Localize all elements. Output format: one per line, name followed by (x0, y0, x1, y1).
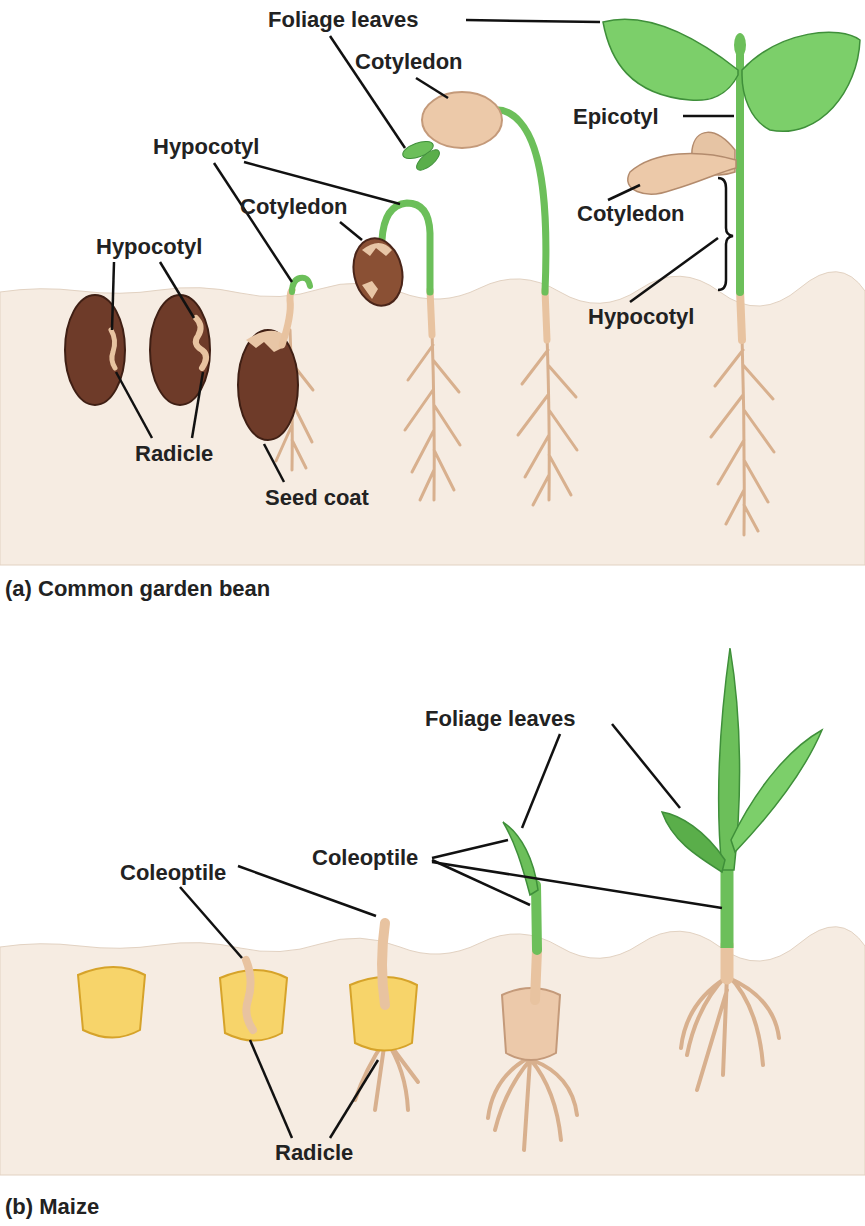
maize-seedling-4 (536, 885, 537, 950)
bean-seed-1 (65, 295, 125, 405)
leader-line (180, 887, 242, 958)
leader-line (608, 185, 640, 200)
bean-seedling-4 (430, 290, 432, 335)
part-label: Foliage leaves (268, 8, 418, 32)
leader-line (522, 734, 560, 828)
part-label: Cotyledon (355, 50, 463, 74)
bean-seedling-3 (292, 278, 310, 292)
leader-line (466, 20, 600, 22)
bean-seedling-3 (282, 290, 292, 345)
part-label: Coleoptile (120, 861, 226, 885)
part-label: Coleoptile (312, 846, 418, 870)
part-label: Radicle (135, 442, 213, 466)
bean-seedling-6 (603, 19, 738, 100)
leader-line (214, 163, 292, 282)
soil (0, 927, 865, 1175)
maize-kernel-1 (78, 967, 145, 1038)
bean-seedling-5 (401, 92, 577, 505)
bean-seedling-5 (545, 290, 547, 340)
leader-line (432, 860, 530, 905)
maize-seedling-5 (681, 975, 779, 1090)
part-label: Cotyledon (577, 202, 685, 226)
maize-kernel-2 (220, 960, 287, 1041)
panel-caption: (b) Maize (5, 1195, 99, 1219)
bean-seedling-5 (413, 146, 442, 173)
leader-line (432, 840, 508, 858)
bean-seed-1 (65, 295, 125, 405)
bean-seed-2 (196, 318, 206, 368)
leader-line (116, 372, 152, 438)
bean-seed-1 (111, 330, 115, 368)
maize-seedling-4 (488, 822, 577, 1150)
leader-line (192, 372, 203, 438)
maize-seedling-5 (721, 945, 734, 978)
maize-seedling-3 (382, 923, 385, 1005)
maize-seedling-5 (662, 812, 725, 872)
leader-line (264, 444, 284, 482)
leader-line (160, 262, 194, 318)
bean-seedling-6 (711, 335, 774, 535)
maize-kernel-1 (78, 967, 145, 1038)
bean-seedling-6 (742, 32, 860, 131)
bean-seedling-4 (347, 203, 460, 500)
bean-seedling-5 (492, 110, 546, 292)
panel-caption: (a) Common garden bean (5, 577, 270, 601)
leader-line (718, 178, 733, 290)
maize-seedling-5 (662, 648, 822, 1090)
part-label: Epicotyl (573, 105, 659, 129)
bean-seedling-4 (347, 234, 408, 310)
bean-seedling-3 (238, 278, 313, 470)
leader-line (612, 724, 680, 808)
bean-seedling-5 (422, 92, 502, 148)
leader-line (250, 1040, 292, 1138)
bean-seedling-4 (362, 243, 392, 299)
bean-seedling-6 (734, 33, 746, 57)
leader-line (416, 78, 448, 98)
bean-seedling-6 (603, 19, 860, 535)
maize-seedling-5 (721, 860, 734, 948)
bean-seedling-5 (518, 335, 577, 505)
maize-seedling-4 (503, 822, 538, 895)
leader-line (683, 115, 734, 118)
bean-seedling-3 (238, 330, 298, 440)
part-label: Hypocotyl (96, 235, 202, 259)
maize-seedling-3 (350, 923, 418, 1110)
part-label: Cotyledon (240, 195, 348, 219)
leader-line (432, 862, 722, 908)
part-label: Foliage leaves (425, 707, 575, 731)
soil (0, 272, 865, 565)
bean-seedling-6 (740, 290, 742, 340)
maize-seedling-4 (488, 1058, 577, 1150)
part-label: Seed coat (265, 486, 369, 510)
part-label: Hypocotyl (588, 305, 694, 329)
maize-kernel-2 (246, 960, 253, 1030)
leader-line (180, 724, 722, 1138)
leader-line (630, 238, 718, 302)
bean-seedling-6 (628, 154, 736, 194)
leader-line (112, 262, 114, 330)
part-label: Hypocotyl (153, 135, 259, 159)
part-label: Radicle (275, 1141, 353, 1165)
bean-seedling-4 (405, 330, 460, 500)
maize-seedling-5 (731, 730, 822, 852)
leader-line (112, 20, 734, 482)
leader-line (340, 222, 362, 240)
leader-line (330, 1060, 378, 1138)
leader-line (238, 866, 376, 916)
maize-seedling-4 (535, 950, 537, 1000)
